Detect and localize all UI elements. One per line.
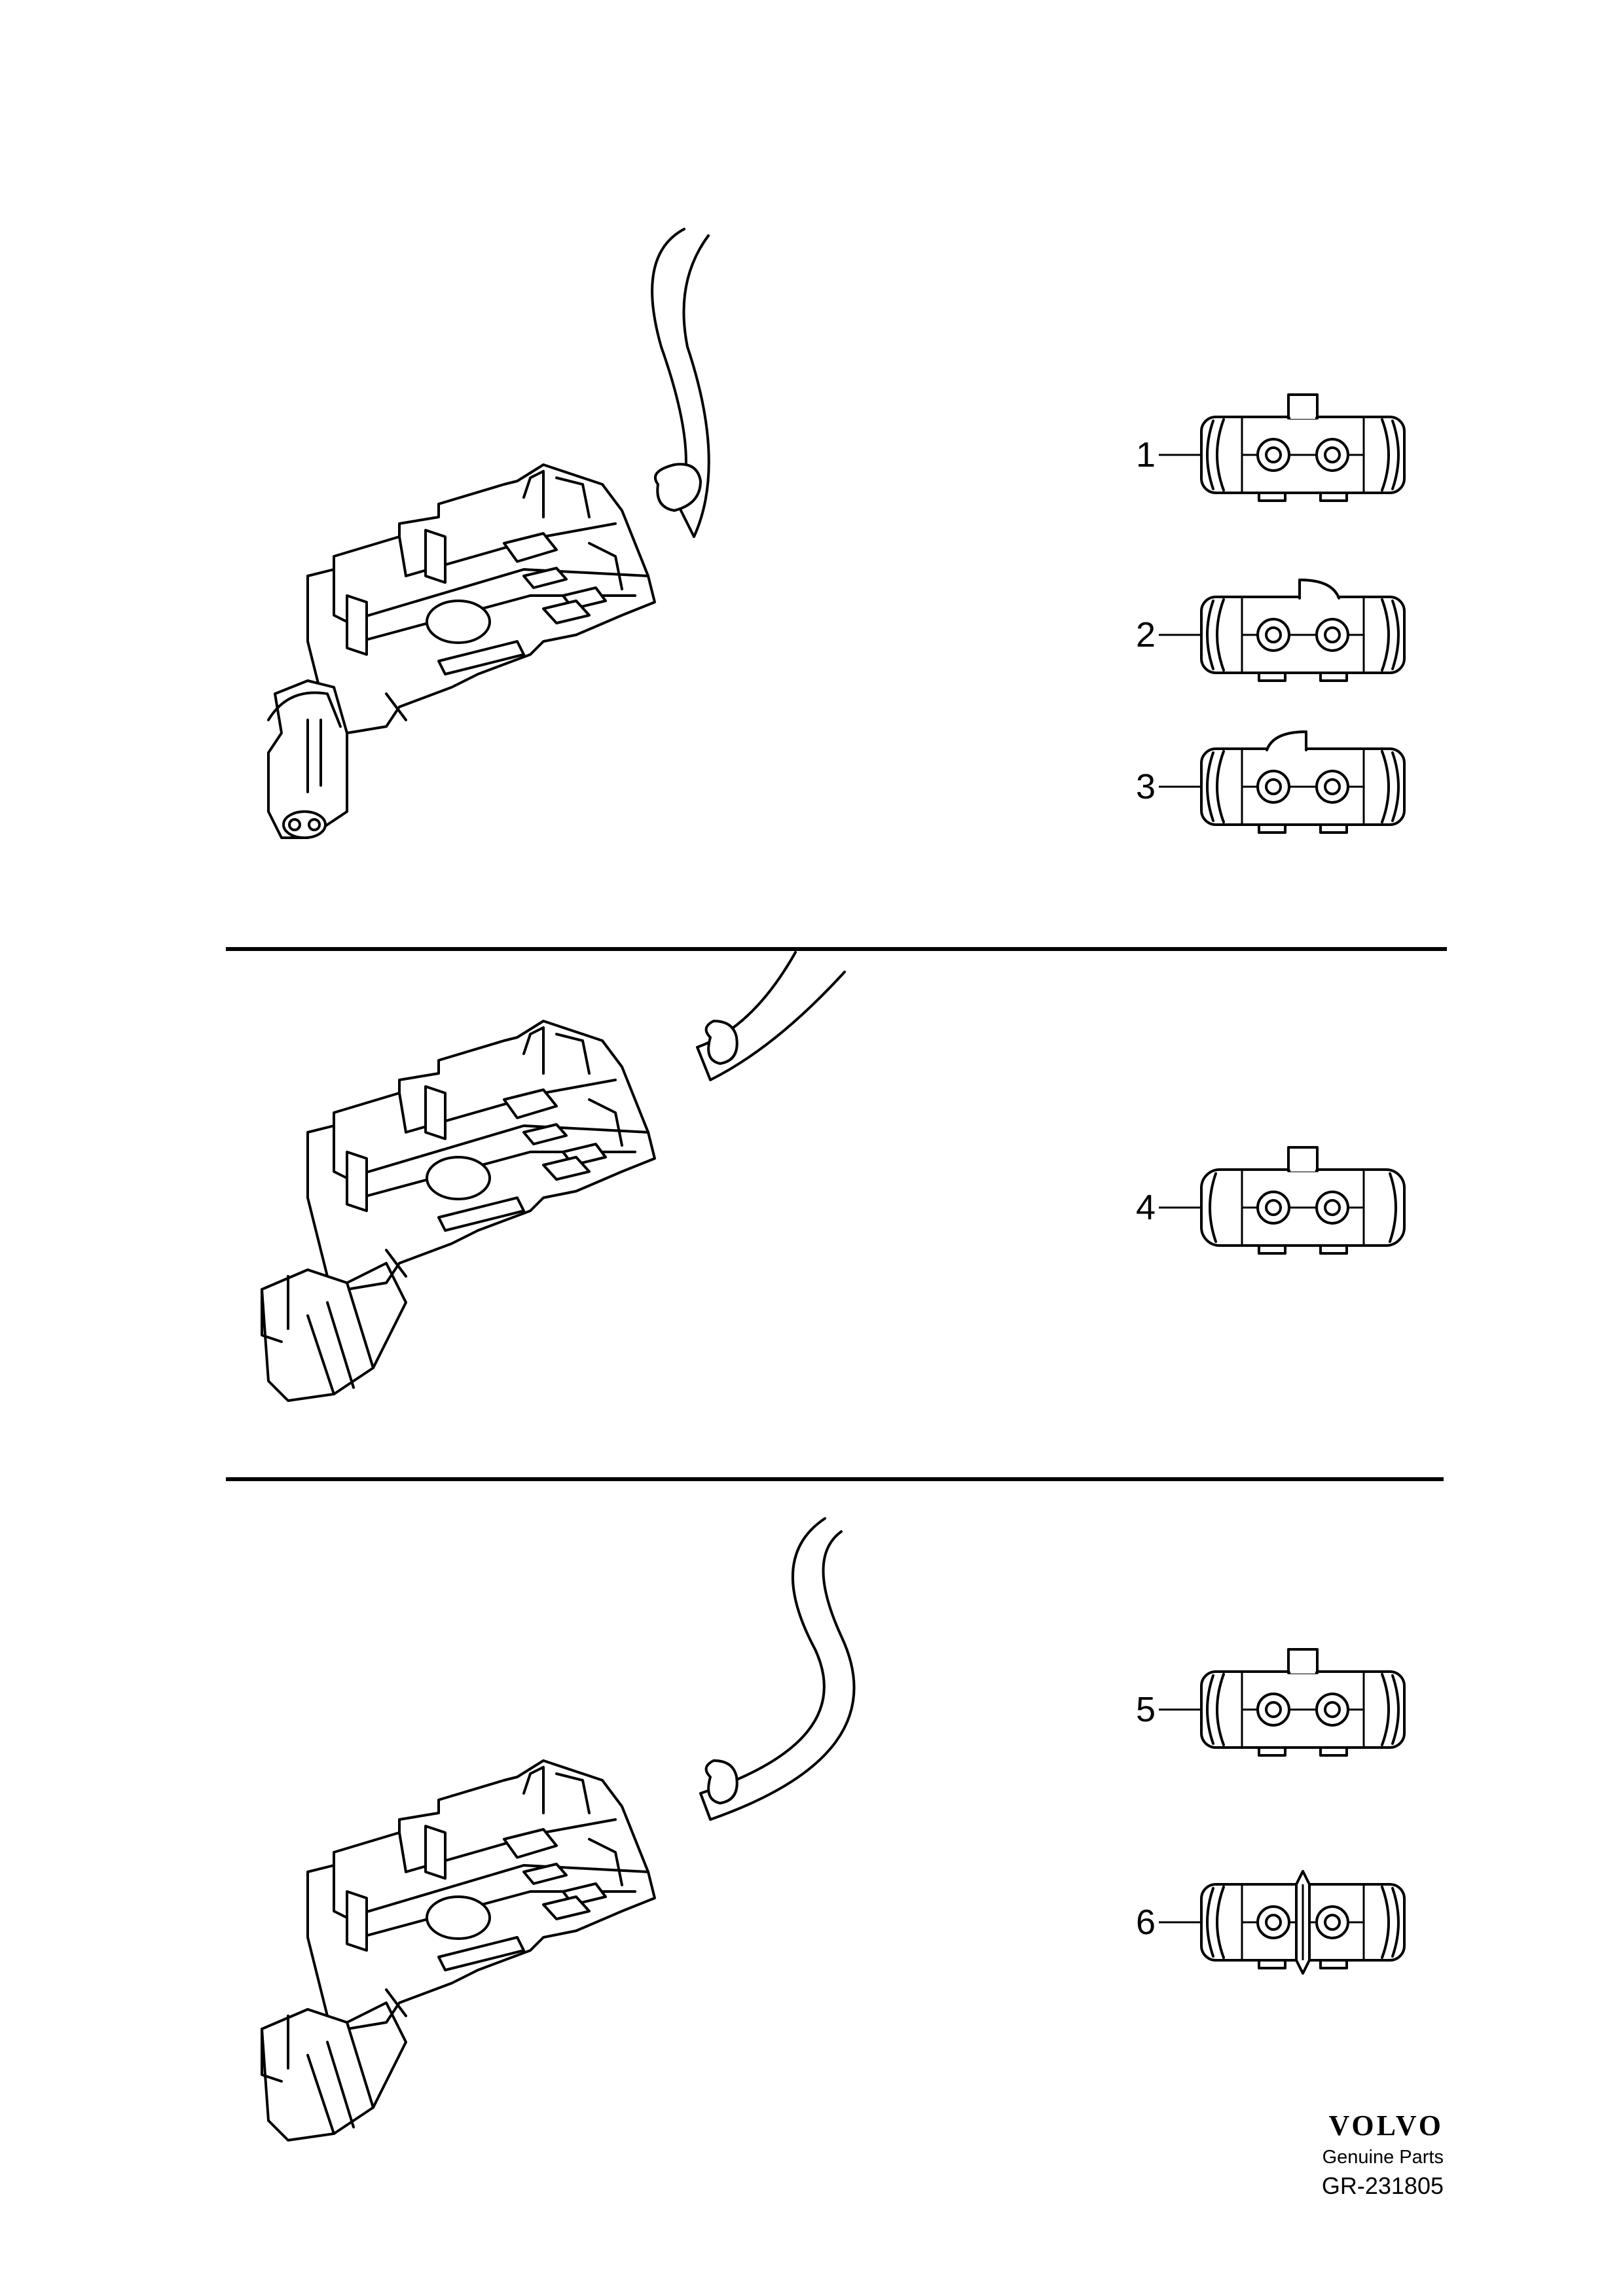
connector-face-rect-key — [1200, 1649, 1406, 1757]
section-3: 5 6 — [261, 1517, 1406, 2142]
straight-plug — [261, 2008, 374, 2142]
connector-housing-illustration-2 — [261, 951, 846, 1402]
section-1: 1 2 3 — [267, 228, 1406, 839]
callout-5: 5 — [1136, 1649, 1406, 1757]
callout-number: 1 — [1136, 435, 1156, 475]
footer-branding: VOLVO Genuine Parts GR-231805 — [1322, 2109, 1444, 2199]
callout-number: 4 — [1136, 1188, 1156, 1227]
callout-3: 3 — [1136, 732, 1406, 834]
cable-line — [699, 1517, 856, 1821]
brand-subtitle: Genuine Parts — [1322, 2147, 1444, 2168]
callout-number: 6 — [1136, 1903, 1156, 1942]
connector-face-rect-key-plain — [1200, 1147, 1406, 1255]
section-2: 4 — [261, 951, 1406, 1402]
straight-plug — [261, 1268, 374, 1402]
callout-6: 6 — [1136, 1870, 1406, 1975]
drawing-code: GR-231805 — [1322, 2172, 1444, 2199]
callout-number: 2 — [1136, 615, 1156, 655]
connector-face-split-center — [1200, 1870, 1406, 1975]
cable-line — [696, 951, 846, 1081]
connector-face-round-key-left — [1200, 732, 1406, 834]
callout-2: 2 — [1136, 580, 1406, 682]
cable-line — [651, 228, 710, 538]
connector-housing-illustration-1 — [267, 228, 710, 839]
connector-face-rect-key — [1200, 395, 1406, 502]
callout-4: 4 — [1136, 1147, 1406, 1255]
brand-logo: VOLVO — [1328, 2109, 1444, 2142]
callout-1: 1 — [1136, 395, 1406, 502]
connector-housing-illustration-3 — [261, 1517, 856, 2142]
callout-number: 5 — [1136, 1690, 1156, 1729]
callout-number: 3 — [1136, 767, 1156, 806]
connector-face-round-key-right — [1200, 580, 1406, 682]
